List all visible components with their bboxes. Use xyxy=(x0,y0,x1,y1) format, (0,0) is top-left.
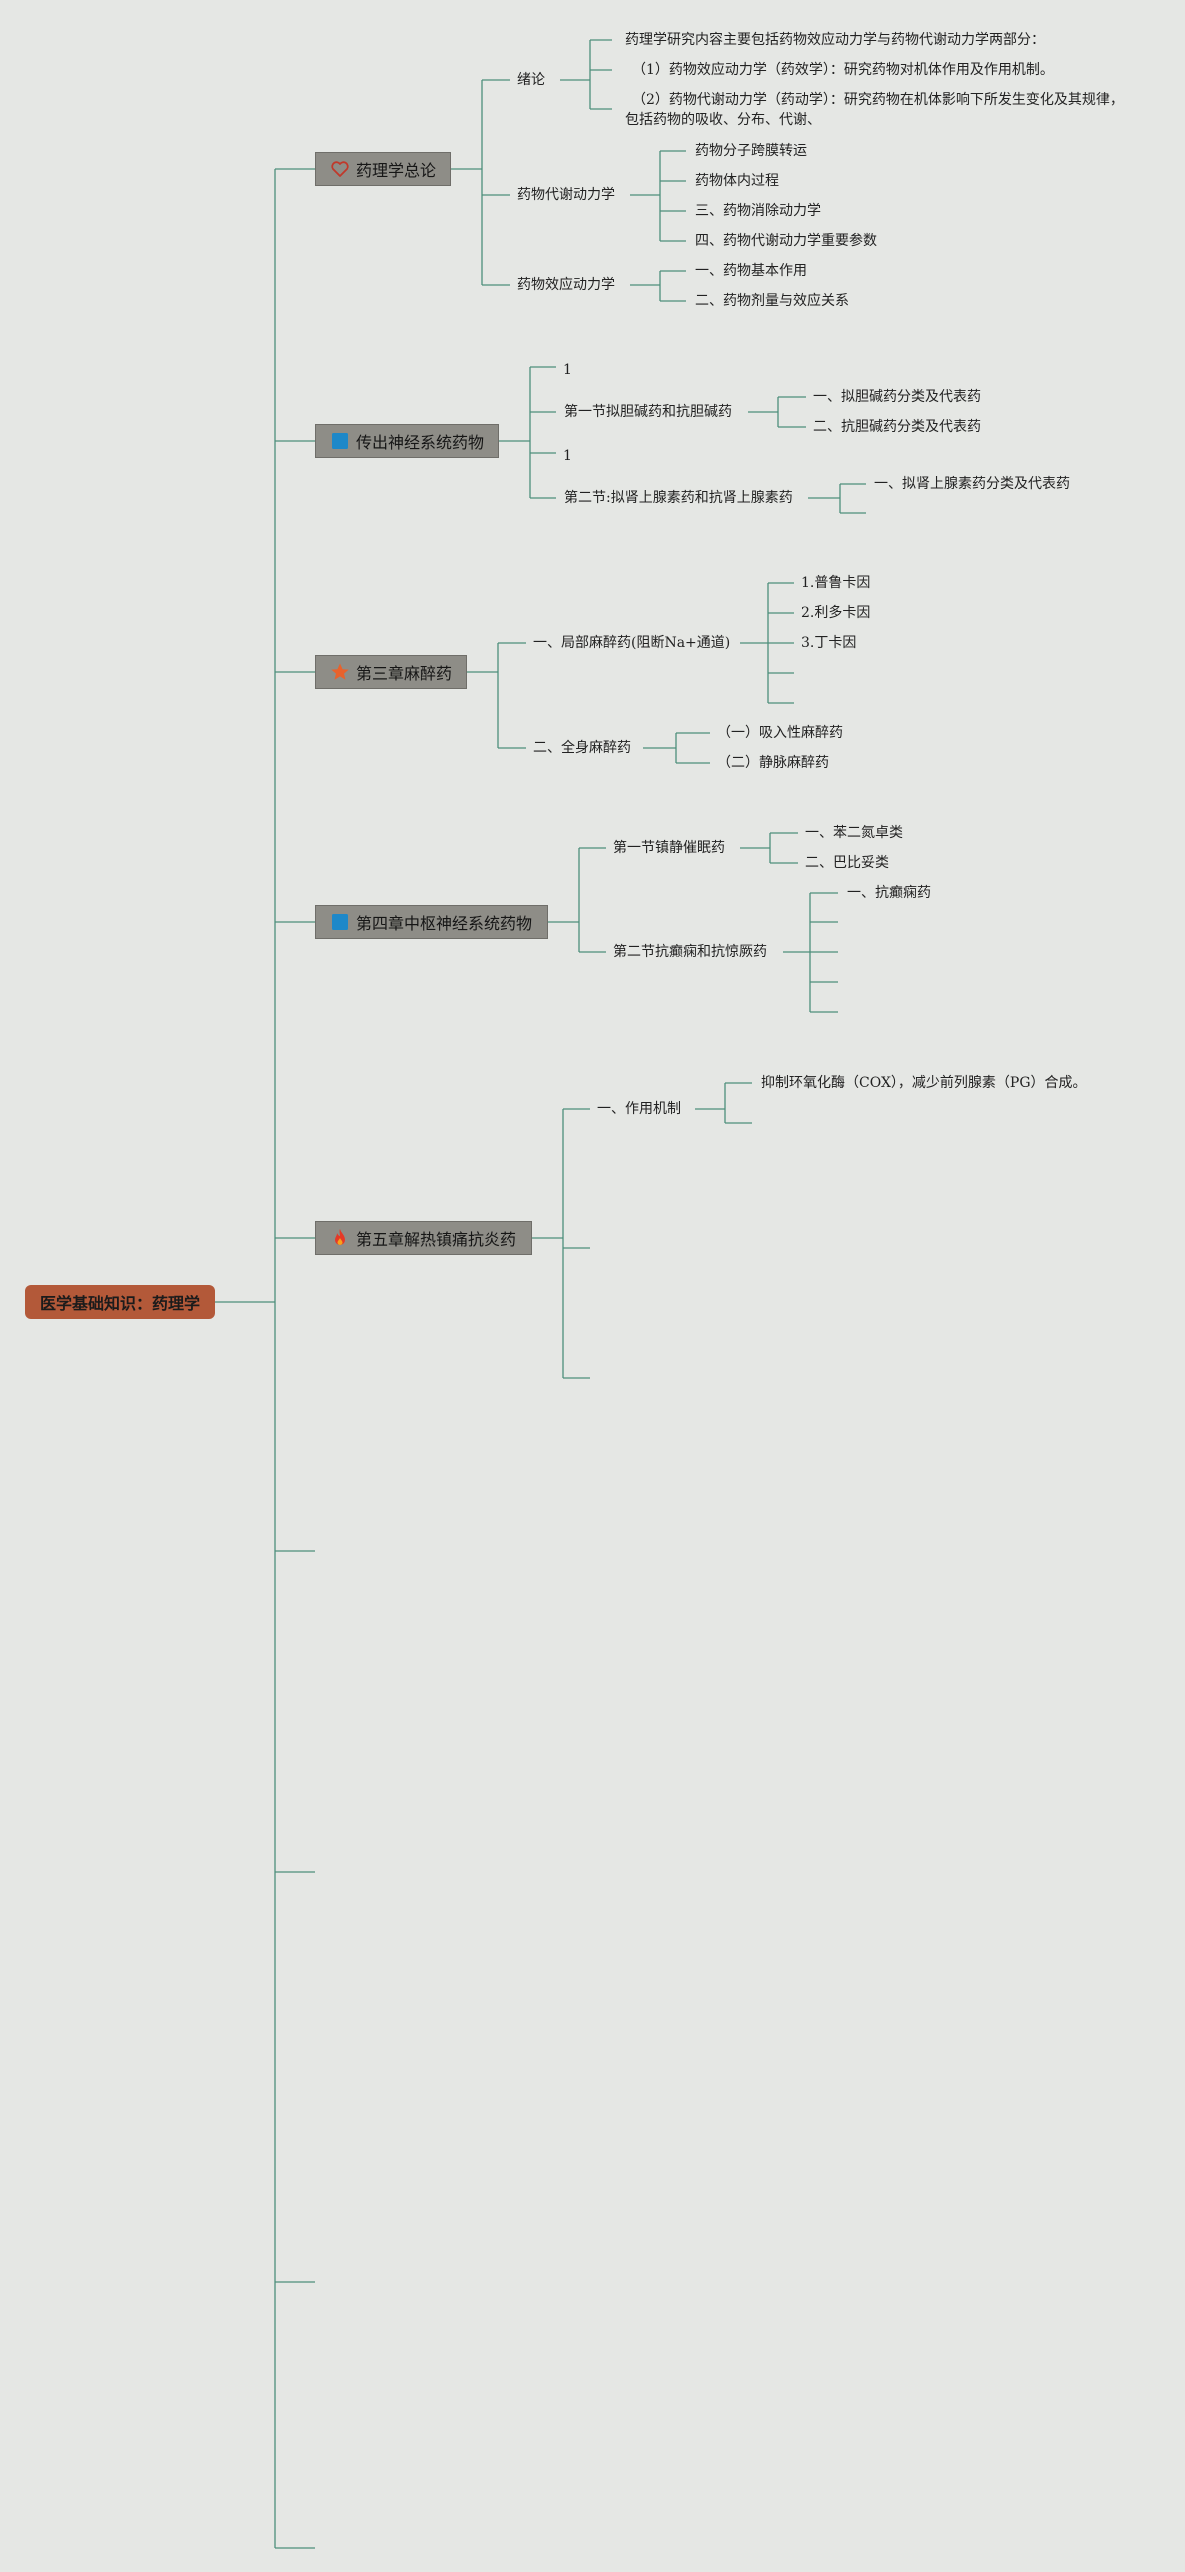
topic-placeholder-1[interactable]: 1 xyxy=(563,362,572,378)
chapter-node-efferent-nervous[interactable]: 传出神经系统药物 xyxy=(315,424,499,458)
leaf-mechanism-1[interactable]: 抑制环氧化酶（COX），减少前列腺素（PG）合成。 xyxy=(761,1075,1087,1091)
leaf-sedatives-2[interactable]: 二、巴比妥类 xyxy=(805,855,889,871)
chapter-node-anesthetics[interactable]: 第三章麻醉药 xyxy=(315,655,467,689)
chapter-label: 第四章中枢神经系统药物 xyxy=(356,914,533,933)
leaf-local-1[interactable]: 1.普鲁卡因 xyxy=(801,575,871,591)
leaf-cholinergic-2[interactable]: 二、抗胆碱药分类及代表药 xyxy=(813,419,981,435)
blue-flag-icon xyxy=(332,914,348,930)
chapter-node-pharmacology-general[interactable]: 药理学总论 xyxy=(315,152,451,186)
chapter-node-cns[interactable]: 第四章中枢神经系统药物 xyxy=(315,905,548,939)
leaf-intro-2[interactable]: （1）药物效应动力学（药效学）：研究药物对机体作用及作用机制。 xyxy=(632,62,1054,78)
topic-sedatives[interactable]: 第一节镇静催眠药 xyxy=(613,840,725,856)
leaf-antiepileptics-1[interactable]: 一、抗癫痫药 xyxy=(847,885,931,901)
topic-general-anesthetics[interactable]: 二、全身麻醉药 xyxy=(533,740,631,756)
leaf-pd-2[interactable]: 二、药物剂量与效应关系 xyxy=(695,293,849,309)
leaf-intro-3[interactable]: （2）药物代谢动力学（药动学）：研究药物在机体影响下所发生变化及其规律，包括药物… xyxy=(625,92,1124,128)
leaf-cholinergic-1[interactable]: 一、拟胆碱药分类及代表药 xyxy=(813,389,981,405)
chapter-label: 第五章解热镇痛抗炎药 xyxy=(356,1230,517,1249)
chapter-label: 传出神经系统药物 xyxy=(356,433,485,452)
blue-flag-icon xyxy=(332,433,348,449)
leaf-pk-2[interactable]: 药物体内过程 xyxy=(695,173,779,189)
topic-mechanism[interactable]: 一、作用机制 xyxy=(597,1101,681,1117)
topic-antiepileptics[interactable]: 第二节抗癫痫和抗惊厥药 xyxy=(613,944,767,960)
leaf-intro-1[interactable]: 药理学研究内容主要包括药物效应动力学与药物代谢动力学两部分： xyxy=(625,32,1045,48)
topic-pharmacodynamics[interactable]: 药物效应动力学 xyxy=(517,277,615,293)
orange-star-icon xyxy=(331,663,349,680)
chapter-label: 药理学总论 xyxy=(356,161,437,180)
leaf-pd-1[interactable]: 一、药物基本作用 xyxy=(695,263,807,279)
fire-icon xyxy=(335,1229,345,1245)
heart-outline-icon xyxy=(331,161,349,177)
leaf-general-2[interactable]: （二）静脉麻醉药 xyxy=(717,755,829,771)
leaf-general-1[interactable]: （一）吸入性麻醉药 xyxy=(717,725,843,741)
topic-intro[interactable]: 绪论 xyxy=(517,72,545,88)
chapter-node-nsaids[interactable]: 第五章解热镇痛抗炎药 xyxy=(315,1221,532,1255)
root-label: 医学基础知识：药理学 xyxy=(39,1294,200,1313)
leaf-pk-1[interactable]: 药物分子跨膜转运 xyxy=(695,143,807,159)
leaf-local-2[interactable]: 2.利多卡因 xyxy=(801,605,871,621)
chapter-label: 第三章麻醉药 xyxy=(356,664,453,683)
topic-cholinergic[interactable]: 第一节拟胆碱药和抗胆碱药 xyxy=(564,404,732,420)
topic-local-anesthetics[interactable]: 一、局部麻醉药(阻断Na+通道) xyxy=(533,635,731,651)
root-node[interactable]: 医学基础知识：药理学 xyxy=(25,1285,215,1319)
leaf-pk-3[interactable]: 三、药物消除动力学 xyxy=(695,203,821,219)
topic-pharmacokinetics[interactable]: 药物代谢动力学 xyxy=(517,187,615,203)
topic-adrenergic[interactable]: 第二节:拟肾上腺素药和抗肾上腺素药 xyxy=(564,490,793,506)
leaf-local-3[interactable]: 3.丁卡因 xyxy=(801,635,857,651)
leaf-adrenergic-1[interactable]: 一、拟肾上腺素药分类及代表药 xyxy=(874,476,1070,492)
topic-placeholder-2[interactable]: 1 xyxy=(563,448,572,464)
leaf-pk-4[interactable]: 四、药物代谢动力学重要参数 xyxy=(695,233,877,249)
leaf-sedatives-1[interactable]: 一、苯二氮卓类 xyxy=(805,825,903,841)
